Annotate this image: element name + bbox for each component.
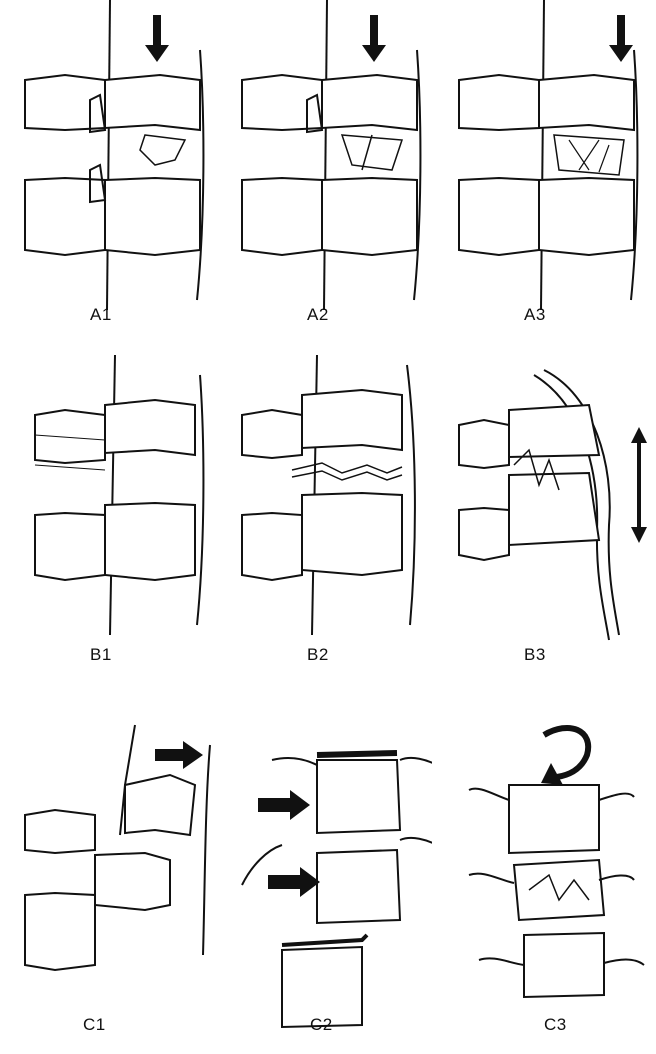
double-vertical-arrow-icon [631, 427, 647, 543]
panel-a1: A1 [5, 0, 215, 330]
right-arrow-icon [155, 741, 203, 769]
spine-coronal-drawing [439, 705, 649, 1035]
panel-c1: C1 [5, 705, 215, 1035]
spine-lateral-drawing [439, 345, 649, 675]
curved-arrow-icon [541, 728, 588, 785]
spine-lateral-drawing [5, 705, 215, 1035]
panel-label: C1 [83, 1015, 106, 1035]
panel-label: A3 [524, 305, 546, 325]
down-arrow-icon [609, 15, 633, 62]
panel-label: A2 [307, 305, 329, 325]
panel-b3: B3 [439, 345, 649, 675]
panel-label: C2 [310, 1015, 333, 1035]
panel-b2: B2 [222, 345, 432, 675]
spine-lateral-drawing [439, 0, 649, 330]
spine-coronal-drawing [222, 705, 432, 1035]
panel-a3: A3 [439, 0, 649, 330]
down-arrow-icon [145, 15, 169, 62]
panel-label: C3 [544, 1015, 567, 1035]
spine-lateral-drawing [5, 345, 215, 675]
panel-c2: C2 [222, 705, 432, 1035]
panel-label: B1 [90, 645, 112, 665]
down-arrow-icon [362, 15, 386, 62]
panel-label: B2 [307, 645, 329, 665]
spine-lateral-drawing [5, 0, 215, 330]
right-arrow-icon [258, 790, 310, 820]
panel-b1: B1 [5, 345, 215, 675]
right-arrow-icon [268, 867, 320, 897]
panel-label: B3 [524, 645, 546, 665]
panel-c3: C3 [439, 705, 649, 1035]
spine-lateral-drawing [222, 0, 432, 330]
panel-a2: A2 [222, 0, 432, 330]
spine-lateral-drawing [222, 345, 432, 675]
panel-label: A1 [90, 305, 112, 325]
